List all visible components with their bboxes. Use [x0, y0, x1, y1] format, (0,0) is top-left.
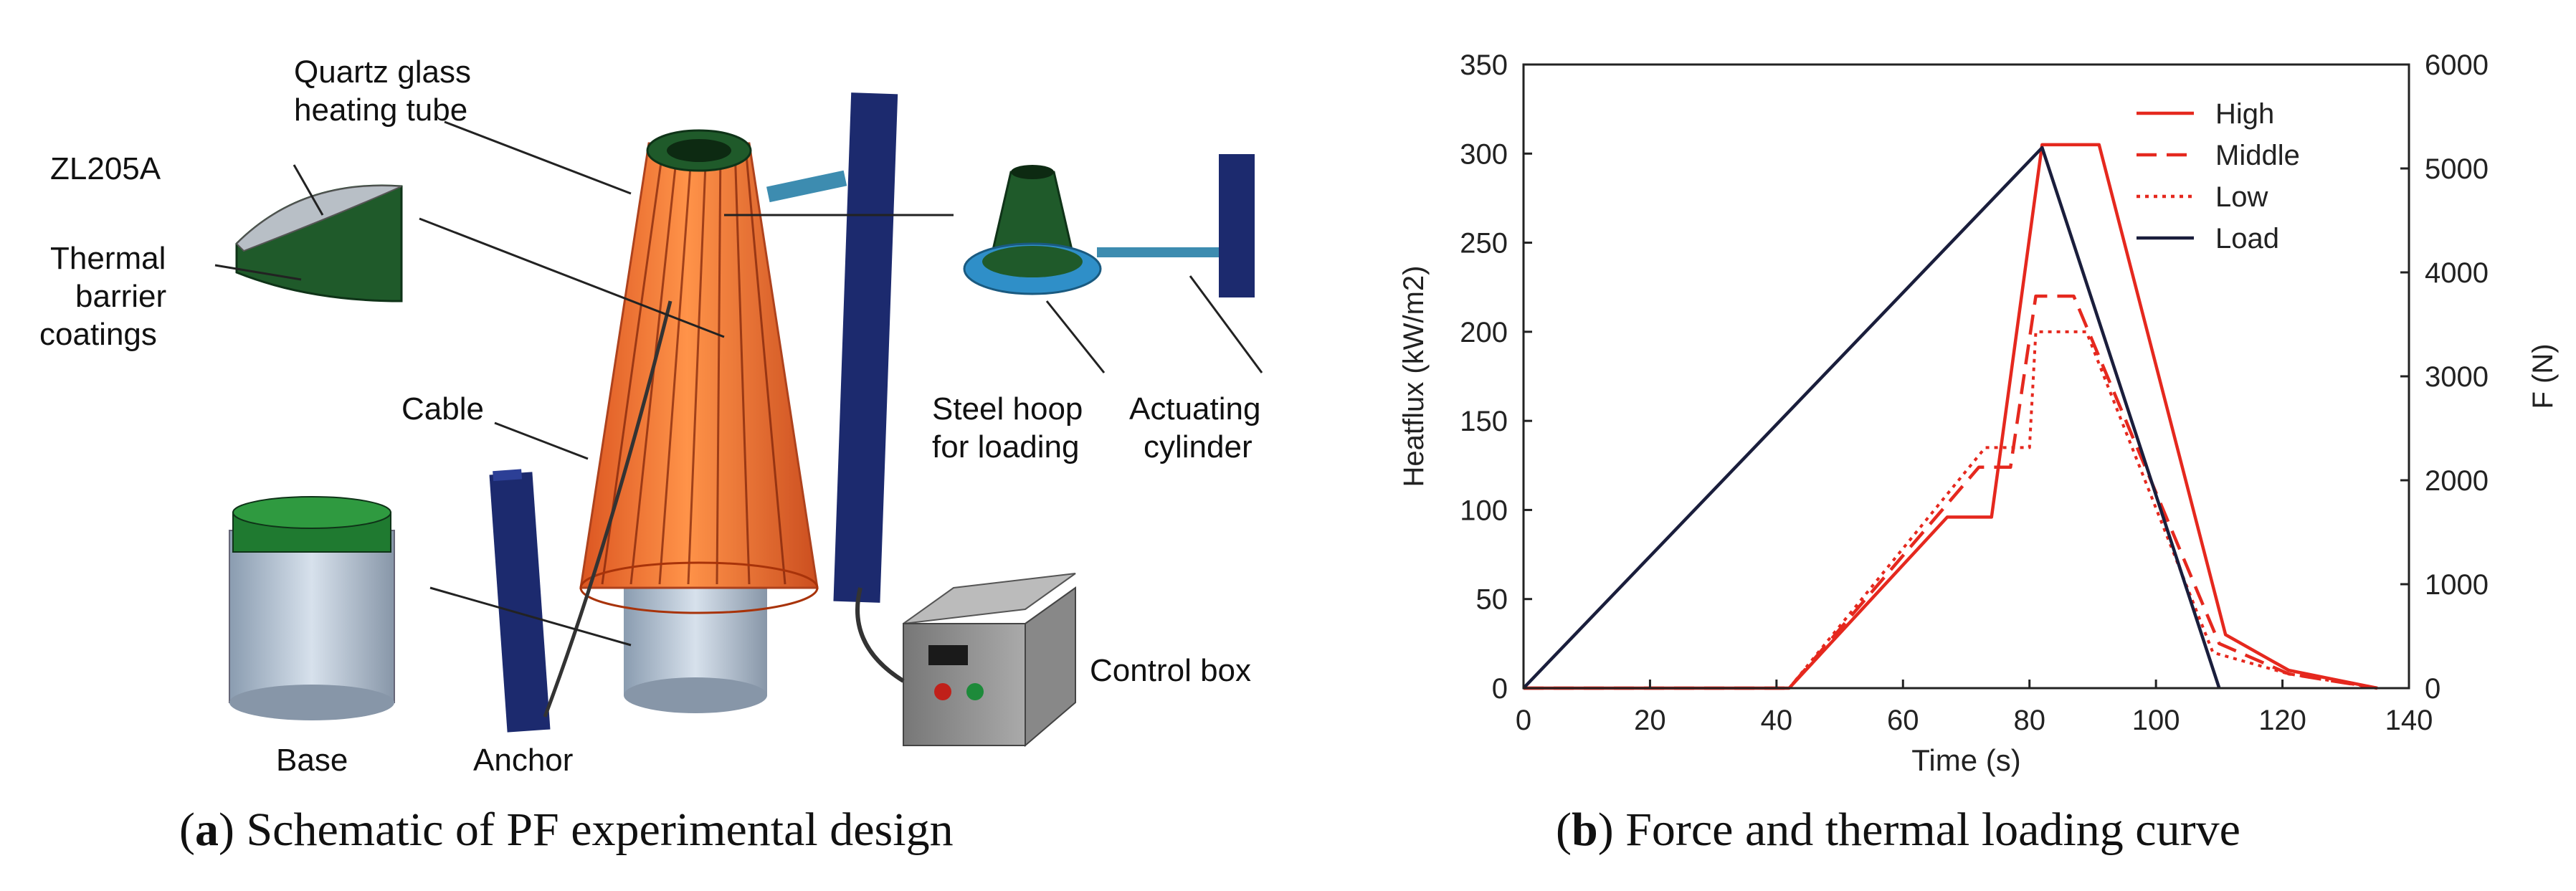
- leader-lines: [214, 120, 1263, 647]
- x-tick-label: 60: [1887, 705, 1919, 736]
- label-actuating-line2: cylinder: [1144, 429, 1253, 464]
- label-quartz-line2: heating tube: [294, 92, 467, 128]
- x-tick-label: 100: [2132, 705, 2180, 736]
- y-axis-label: Heatflux (kW/m2): [1398, 266, 1430, 487]
- y2-tick-label: 6000: [2425, 49, 2489, 81]
- label-actuating-line1: Actuating: [1129, 391, 1260, 427]
- series-line-middle: [1524, 294, 2378, 690]
- steel-hoop-assembly: [963, 154, 1255, 297]
- caption-a-text: Schematic of PF experimental design: [246, 804, 954, 856]
- series-line-low: [1524, 330, 2378, 690]
- control-box: [855, 573, 1076, 748]
- schematic-drawing: Quartz glass heating tube ZL205A Thermal…: [39, 54, 1263, 778]
- label-base: Base: [276, 743, 348, 778]
- label-tbc-line3: coatings: [39, 317, 157, 352]
- label-tbc-line1: Thermal: [50, 241, 166, 276]
- anchor-pillar: [489, 469, 551, 733]
- zl205a-ring: [235, 184, 403, 302]
- base-cylinder: [229, 496, 395, 720]
- y2-tick-label: 5000: [2425, 153, 2489, 185]
- label-cable: Cable: [401, 391, 484, 427]
- legend-label-middle: Middle: [2215, 140, 2300, 171]
- cable-line: [543, 300, 672, 718]
- x-tick-label: 0: [1516, 705, 1531, 736]
- x-tick-label: 20: [1634, 705, 1666, 736]
- x-tick-label: 140: [2385, 705, 2433, 736]
- caption-b-text: Force and thermal loading curve: [1625, 804, 2240, 856]
- label-control-box: Control box: [1090, 653, 1251, 688]
- label-steel-hoop-line2: for loading: [932, 429, 1079, 464]
- caption-a: (a) Schematic of PF experimental design: [179, 804, 954, 856]
- y-tick-label: 150: [1460, 406, 1508, 437]
- caption-a-letter: a: [194, 804, 219, 856]
- y2-axis-label: F (N): [2527, 343, 2559, 409]
- support-pillar: [766, 92, 898, 603]
- legend-label-load: Load: [2215, 223, 2279, 254]
- x-tick-label: 40: [1761, 705, 1793, 736]
- y2-tick-label: 0: [2425, 673, 2440, 705]
- legend-label-low: Low: [2215, 181, 2268, 213]
- series-line-high: [1524, 143, 2378, 690]
- label-quartz-line1: Quartz glass: [294, 54, 471, 90]
- legend-label-high: High: [2215, 98, 2274, 130]
- y-tick-label: 50: [1476, 584, 1508, 616]
- series-line-load: [1522, 146, 2221, 690]
- y-tick-label: 0: [1492, 673, 1508, 705]
- y-tick-label: 250: [1460, 228, 1508, 259]
- caption-b: (b) Force and thermal loading curve: [1556, 804, 2240, 856]
- x-tick-label: 120: [2258, 705, 2306, 736]
- heating-assembly: [579, 129, 819, 713]
- label-tbc-line2: barrier: [75, 279, 166, 314]
- y2-tick-label: 1000: [2425, 569, 2489, 601]
- y-tick-label: 300: [1460, 138, 1508, 170]
- label-anchor: Anchor: [473, 743, 573, 778]
- y-tick-label: 100: [1460, 495, 1508, 526]
- x-axis-label: Time (s): [1911, 743, 2020, 777]
- label-zl205a: ZL205A: [50, 151, 161, 186]
- y2-tick-label: 2000: [2425, 465, 2489, 497]
- label-steel-hoop-line1: Steel hoop: [932, 391, 1083, 427]
- x-tick-label: 80: [2013, 705, 2045, 736]
- y-tick-label: 200: [1460, 317, 1508, 348]
- y2-tick-label: 4000: [2425, 257, 2489, 289]
- schematic-panel: Quartz glass heating tube ZL205A Thermal…: [0, 0, 1312, 810]
- y-tick-label: 350: [1460, 49, 1508, 81]
- caption-b-letter: b: [1571, 804, 1598, 856]
- y2-tick-label: 3000: [2425, 361, 2489, 393]
